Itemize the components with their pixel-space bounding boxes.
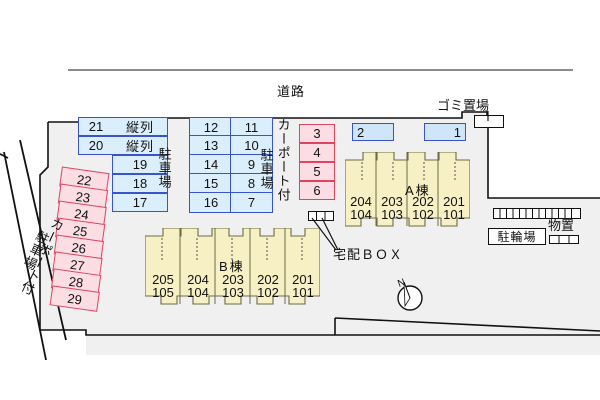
parking-stall-4[interactable]: 4 [299, 143, 335, 162]
parking-stall-2[interactable]: 2 [352, 123, 394, 141]
svg-text:N: N [396, 277, 407, 290]
unit-lower: 104 [187, 285, 209, 301]
storage-label: 物置 [548, 218, 575, 233]
parking-stall-13[interactable]: 13 [189, 135, 233, 156]
unit-upper: 203 [381, 194, 403, 209]
unit-a-203-103: 203 103 [378, 195, 406, 222]
unit-upper: 202 [412, 194, 434, 209]
parking-stall-14[interactable]: 14 [189, 154, 233, 175]
parking-stall-20[interactable]: 20 縦列 [78, 136, 168, 155]
unit-upper: 204 [187, 272, 209, 287]
unit-a-202-102: 202 102 [409, 195, 437, 222]
bicycle-parking-label: 駐輪場 [488, 228, 546, 245]
road-edge-line [68, 69, 573, 71]
parking-label-right: 駐車場 [258, 148, 274, 190]
unit-lower: 104 [350, 207, 372, 223]
trash-leader-line [486, 108, 490, 121]
parking-label-left: 駐車場 [156, 147, 172, 189]
road-label: 道路 [277, 84, 306, 99]
parking-stall-6[interactable]: 6 [299, 181, 335, 200]
unit-lower: 102 [412, 207, 434, 223]
stall-number: 21 [88, 119, 104, 134]
parking-stall-19[interactable]: 19 [112, 155, 168, 174]
unit-lower: 101 [443, 207, 465, 223]
parking-stall-21[interactable]: 21 縦列 [78, 117, 168, 136]
unit-upper: 205 [152, 272, 174, 287]
stall-number: 20 [88, 138, 104, 153]
parking-stall-17[interactable]: 17 [112, 193, 168, 212]
parking-stall-1[interactable]: 1 [424, 123, 466, 141]
unit-lower: 102 [257, 285, 279, 301]
building-b-name: B棟 [219, 259, 245, 274]
building-b: B棟 205 105 204 104 203 103 202 102 201 1… [145, 228, 320, 308]
delivery-box-leader [310, 216, 350, 256]
unit-upper: 203 [222, 272, 244, 287]
delivery-box-unit [308, 208, 334, 221]
unit-upper: 202 [257, 272, 279, 287]
compass-rose: N [392, 276, 428, 314]
unit-upper: 201 [443, 194, 465, 209]
stall-note: 縦列 [125, 120, 154, 135]
unit-upper: 204 [350, 194, 372, 209]
trash-area-label: ゴミ置場 [437, 98, 490, 113]
unit-a-201-101: 201 101 [440, 195, 468, 222]
unit-b-201-101: 201 101 [288, 273, 318, 300]
unit-lower: 103 [381, 207, 403, 223]
unit-lower: 101 [292, 285, 314, 301]
parking-stall-3[interactable]: 3 [299, 124, 335, 143]
parking-stall-18[interactable]: 18 [112, 174, 168, 193]
unit-a-204-104: 204 104 [347, 195, 375, 222]
bicycle-rack-hatch [493, 208, 581, 219]
building-a: A棟 204 104 203 103 202 102 201 101 [345, 152, 470, 230]
unit-b-203-103: 203 103 [218, 273, 248, 300]
carport-label-right: カーポート付 [275, 118, 291, 202]
unit-lower: 103 [222, 285, 244, 301]
delivery-box-label: 宅配ＢＯＸ [333, 247, 404, 262]
parking-stall-16[interactable]: 16 [189, 192, 233, 213]
building-a-name: A棟 [405, 183, 431, 198]
unit-b-202-102: 202 102 [253, 273, 283, 300]
unit-upper: 201 [292, 272, 314, 287]
unit-b-204-104: 204 104 [183, 273, 213, 300]
parking-stall-12[interactable]: 12 [189, 117, 233, 138]
parking-stall-7[interactable]: 7 [230, 192, 273, 213]
parking-stall-15[interactable]: 15 [189, 173, 233, 194]
stall-note: 縦列 [125, 139, 154, 154]
parking-stall-5[interactable]: 5 [299, 162, 335, 181]
unit-lower: 105 [152, 285, 174, 301]
storage-boxes [549, 231, 579, 244]
parking-grid-center: 12 11 13 10 14 9 15 8 16 7 [189, 117, 273, 213]
trash-area-box [474, 115, 504, 128]
unit-b-205-105: 205 105 [148, 273, 178, 300]
site-diagonal-left [0, 139, 70, 380]
